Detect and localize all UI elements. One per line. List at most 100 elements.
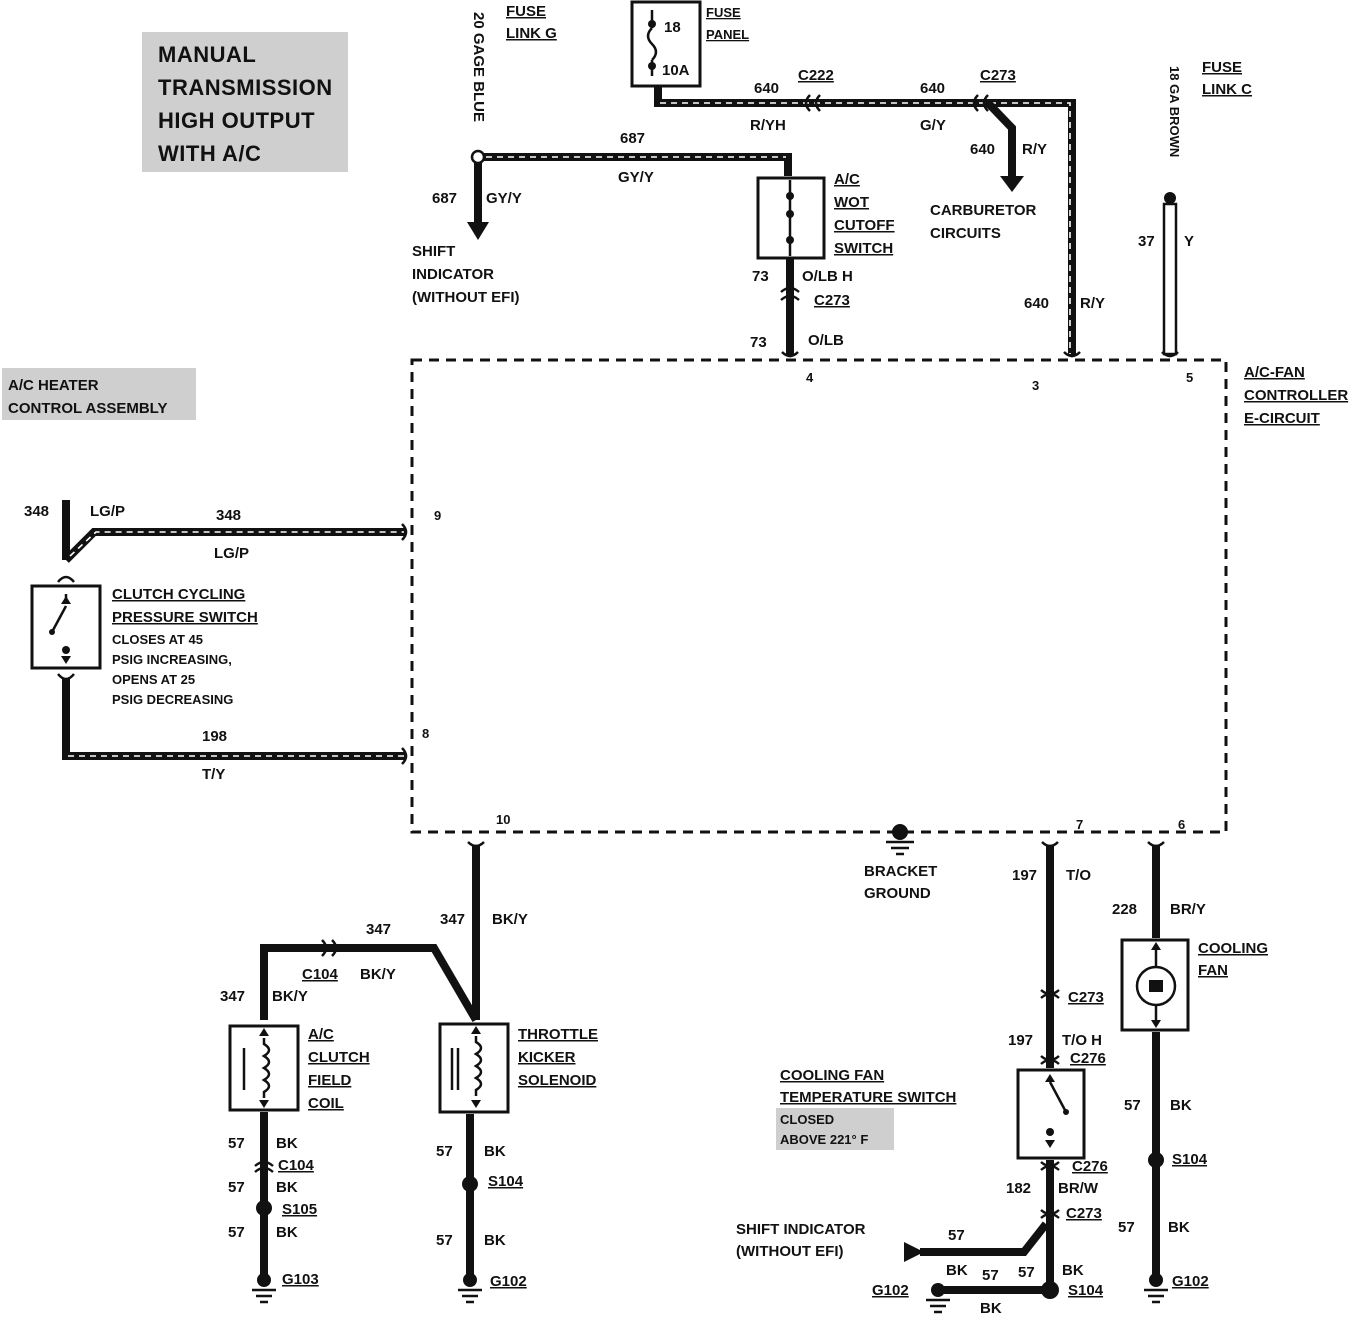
wire-bky-c-color: BK/Y [492, 911, 528, 928]
splice-s104-a [462, 1176, 478, 1192]
wire-lgp-b-color: LG/P [214, 545, 249, 562]
wire-brw-color: BR/W [1058, 1180, 1099, 1197]
wire-73-a-number: 73 [752, 268, 769, 285]
wire-640-hatch [660, 102, 1071, 354]
connector-c104-top [321, 939, 338, 957]
wire-347-a-number: 347 [220, 988, 245, 1005]
solenoid-arrow-up-icon [471, 1026, 481, 1034]
switch-top-terminal [57, 575, 75, 583]
clutch-note-4: PSIG DECREASING [112, 692, 233, 707]
heater-line-1: A/C HEATER [8, 377, 99, 394]
bracket-ground-icon [886, 824, 914, 856]
connector-c276-a-label: C276 [1070, 1050, 1106, 1067]
connector-c273-mid [780, 286, 800, 301]
wire-348-b-number: 348 [216, 507, 241, 524]
fuse-link-c-2: LINK C [1202, 81, 1252, 98]
wire-37-path [1162, 202, 1178, 356]
switch-pivot [49, 629, 55, 635]
wire-640-path [654, 86, 1076, 356]
cooling-fan-label-1: COOLING [1198, 940, 1268, 957]
pin-7-terminal [1041, 841, 1059, 848]
fan-arrow-down-icon [1151, 1020, 1161, 1028]
temp-switch-arrow-up-icon [1045, 1074, 1055, 1082]
wot-cutoff-switch [756, 176, 826, 358]
coil-label-3: FIELD [308, 1072, 351, 1089]
coil-arrow-down-icon [259, 1100, 269, 1108]
wire-640-a-number: 640 [754, 80, 779, 97]
wire-348-hatch [69, 531, 404, 557]
wire-348-a-number: 348 [24, 503, 49, 520]
connector-c222 [804, 94, 821, 112]
wire-348-path [63, 528, 406, 563]
wire-to-color: T/O [1066, 867, 1091, 884]
temp-switch-blade [1048, 1081, 1068, 1113]
cf-note-2: ABOVE 221° F [780, 1132, 868, 1147]
wire-ryh-color: R/YH [750, 117, 786, 134]
wire-37-color: Y [1184, 233, 1194, 250]
wire-gyy-v-color: GY/Y [486, 190, 522, 207]
pin-8: 8 [422, 726, 429, 741]
fuse-rating: 10A [662, 62, 690, 79]
wot-label-1: A/C [834, 171, 860, 188]
wire-lgp-a-color: LG/P [90, 503, 125, 520]
wire-57-3: 57 [228, 1224, 245, 1241]
switch-arrow-down-icon [61, 656, 71, 664]
connector-c273-r1-label: C273 [1068, 989, 1104, 1006]
wire-ty-color: T/Y [202, 766, 225, 783]
wire-bk-4: BK [484, 1143, 506, 1160]
wot-contact-1 [786, 192, 794, 200]
controller-label-3: E-CIRCUIT [1244, 410, 1320, 427]
wire-bk-10: BK [1168, 1219, 1190, 1236]
controller-label-2: CONTROLLER [1244, 387, 1348, 404]
connector-c273-r2 [1040, 1209, 1060, 1219]
pin-6: 6 [1178, 817, 1185, 832]
wire-37 [1161, 192, 1179, 358]
wire-gy-color: G/Y [920, 117, 946, 134]
wire-182-number: 182 [1006, 1180, 1031, 1197]
cooling-fan-label-2: FAN [1198, 962, 1228, 979]
wot-label-4: SWITCH [834, 240, 893, 257]
heater-line-2: CONTROL ASSEMBLY [8, 400, 167, 417]
controller-box [410, 358, 1228, 834]
controller-label-1: A/C-FAN [1244, 364, 1305, 381]
wire-37-terminal [1164, 192, 1176, 204]
title-line-1: MANUAL [158, 42, 256, 67]
clutch-note-3: OPENS AT 25 [112, 672, 195, 687]
title-line-4: WITH A/C [158, 141, 261, 166]
bracket-ground-dot [892, 824, 908, 840]
title-line-2: TRANSMISSION [158, 75, 333, 100]
fuse-panel-label-2: PANEL [706, 27, 749, 42]
fuse-panel-label-1: FUSE [706, 5, 741, 20]
wire-347-c-number: 347 [440, 911, 465, 928]
wire-687-terminal [470, 149, 486, 165]
ground-g102-a-label: G102 [490, 1273, 527, 1290]
wire-bk-6: BK [946, 1262, 968, 1279]
coil-winding [261, 1038, 271, 1098]
wire-57-10: 57 [1118, 1219, 1135, 1236]
pin-10-terminal [467, 841, 485, 848]
carburetor-label-2: CIRCUITS [930, 225, 1001, 242]
ground-g102-b-dot [931, 1283, 945, 1297]
pin-9: 9 [434, 508, 441, 523]
connector-c273-r1 [1040, 989, 1060, 999]
wire-640-carb-branch [985, 100, 1016, 178]
carburetor-label-1: CARBURETOR [930, 202, 1037, 219]
pin-3: 3 [1032, 378, 1039, 393]
splice-s104-c [1148, 1152, 1164, 1168]
pin-10: 10 [496, 812, 510, 827]
wire-73-b-number: 73 [750, 334, 767, 351]
wire-228-number: 228 [1112, 901, 1137, 918]
pin-8-terminal [401, 747, 408, 765]
splice-s105 [256, 1200, 272, 1216]
wire-bk-3: BK [276, 1224, 298, 1241]
wot-label-2: WOT [834, 194, 869, 211]
wire-bk-9: BK [1170, 1097, 1192, 1114]
wire-57-9: 57 [1124, 1097, 1141, 1114]
solenoid-winding [473, 1036, 483, 1096]
wire-18-ga-label: 18 GA BROWN [1167, 66, 1182, 157]
pin-6-terminal [1147, 841, 1165, 848]
ground-g102-c-dot [1149, 1273, 1163, 1287]
coil-arrow-up-icon [259, 1028, 269, 1036]
throttle-label-2: KICKER [518, 1049, 576, 1066]
